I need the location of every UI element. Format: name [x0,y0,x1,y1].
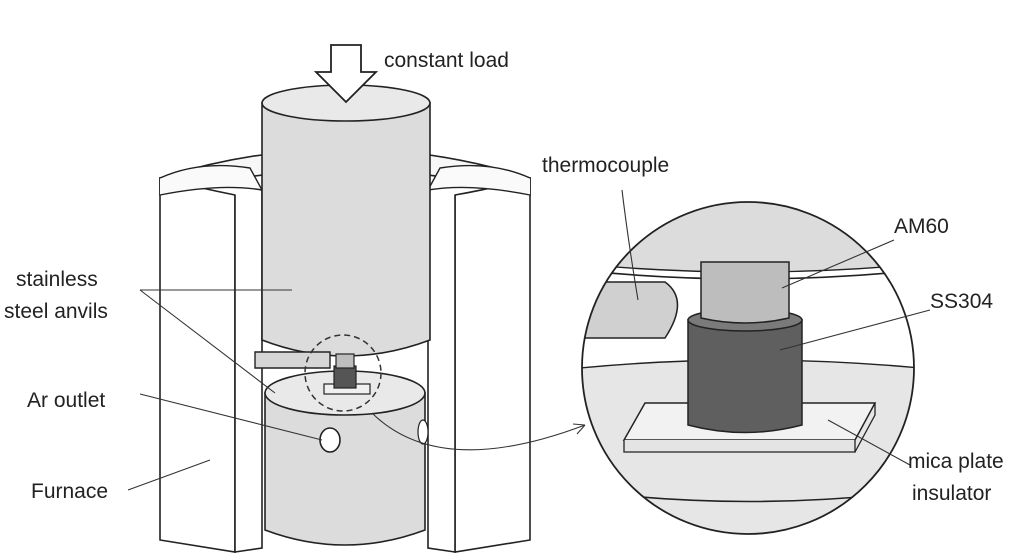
ss304-block [687,319,803,434]
specimen-small [323,353,371,395]
lower-anvil [264,370,429,546]
label-furnace: Furnace [31,480,108,503]
label-constant-load: constant load [384,49,509,72]
thermocouple-rod [582,281,679,339]
load-arrow [313,44,379,104]
label-ss304: SS304 [930,290,993,313]
ar-outlet-hole [319,427,341,453]
label-stainless: stainless [16,268,98,291]
zoom-arrowhead [572,423,586,435]
detail-circle [304,334,382,412]
label-mica-plate: mica plate [908,450,1004,473]
am60-block [700,261,790,324]
label-steel-anvils: steel anvils [4,300,108,323]
furnace-body [159,148,531,553]
label-am60: AM60 [894,215,949,238]
zoom-connector [371,412,586,451]
label-thermocouple: thermocouple [542,154,669,177]
upper-anvil [261,84,431,357]
label-ar-outlet: Ar outlet [27,389,105,412]
leader-lines [127,189,931,491]
label-insulator: insulator [912,482,991,505]
zoom-view [581,201,915,535]
zoom-frame [581,201,915,535]
ar-tube [254,351,331,369]
